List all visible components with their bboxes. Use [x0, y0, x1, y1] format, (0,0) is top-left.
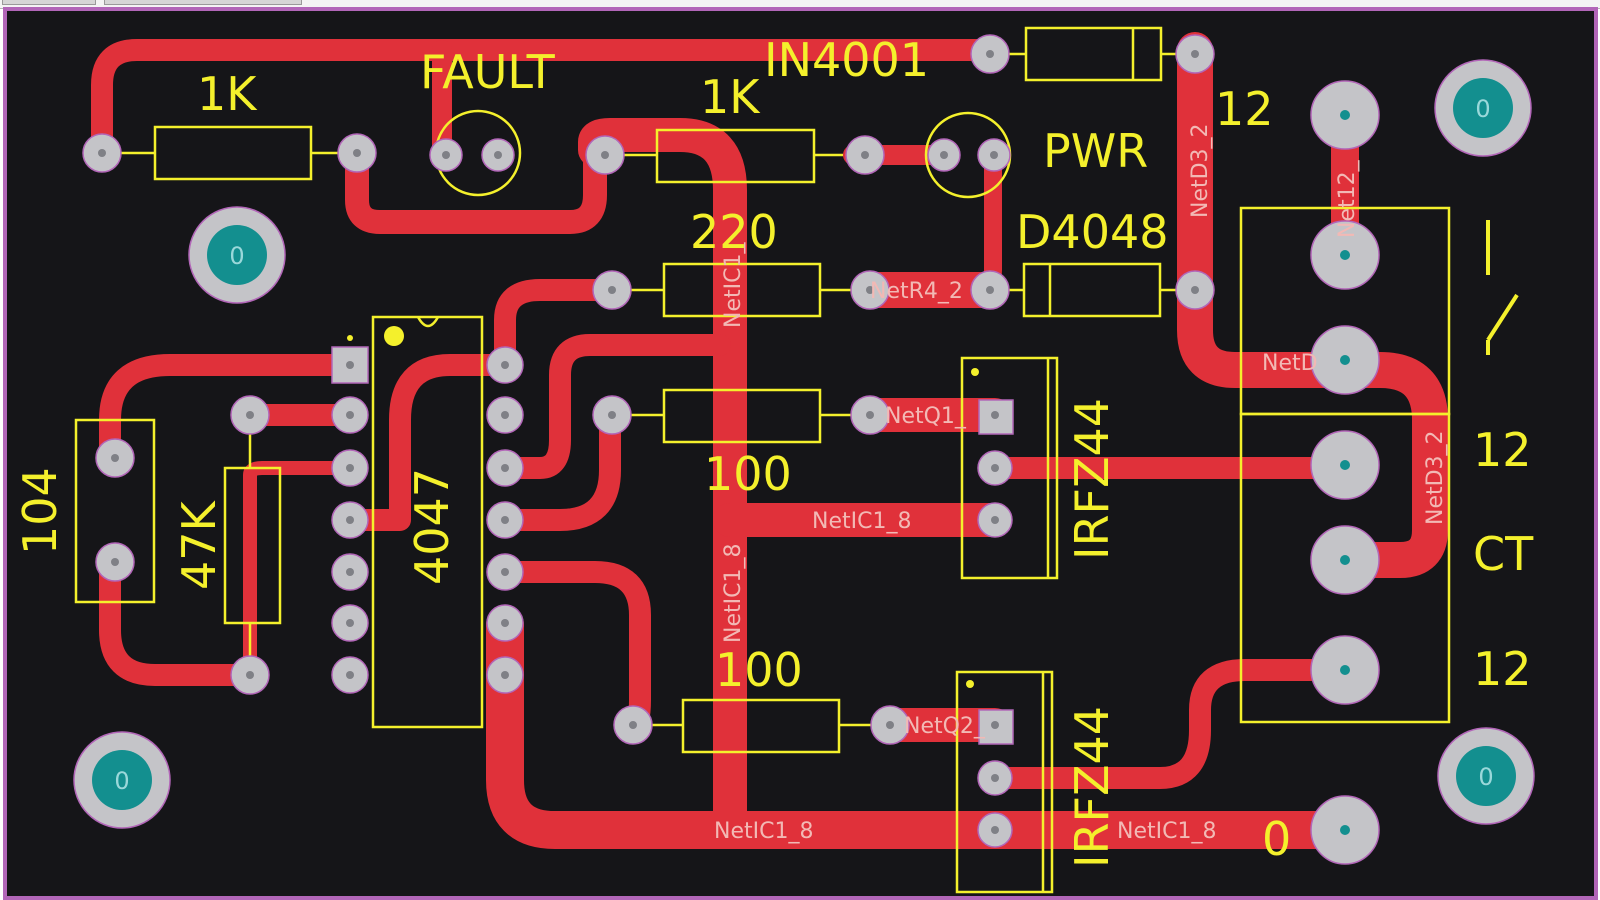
label-gnd-0: 0 [1262, 812, 1291, 866]
net-label: NetR4_2 [870, 279, 963, 304]
svg-text:0: 0 [1478, 763, 1493, 791]
net-label: NetIC1_8 [1117, 819, 1216, 844]
pin1-marker-dot-small [347, 335, 353, 341]
label-irfz44-bottom: IRFZ44 [1065, 706, 1119, 868]
label-d4048: D4048 [1016, 205, 1169, 259]
mount-hole-2: 0 [1434, 59, 1532, 157]
net-label: NetD3_2 [1188, 123, 1213, 218]
svg-text:0: 0 [114, 767, 129, 795]
pin1-marker-dot [384, 326, 404, 346]
label-220: 220 [690, 205, 778, 259]
label-47k: 47K [172, 499, 226, 590]
net-label: NetIC1_8 [812, 509, 911, 534]
capacitor-outline-104 [74, 418, 156, 604]
label-104: 104 [13, 467, 67, 555]
ic-outline-4047 [371, 315, 484, 729]
mosfet-marker-dot [971, 368, 979, 376]
label-conn-12-top: 12 [1215, 82, 1274, 136]
toolbar-tab[interactable] [2, 0, 96, 5]
net-label: NetQ1_ [885, 404, 967, 429]
silkscreen-labels: 1K FAULT 1K IN4001 PWR 220 D4048 100 100… [13, 33, 1534, 868]
transformer-connector-outline [1239, 412, 1451, 724]
net-label: NetIC1_ [721, 242, 746, 328]
mosfet-marker-dot [966, 680, 974, 688]
mount-hole-4: 0 [1437, 727, 1535, 825]
mosfet-outline-bottom [955, 670, 1054, 894]
net-label: NetD [1262, 351, 1318, 376]
svg-text:0: 0 [1475, 95, 1490, 123]
mount-hole-3: 0 [73, 731, 171, 829]
label-1k-right: 1K [700, 70, 761, 124]
label-fault: FAULT [420, 45, 556, 99]
net-label: NetIC1_8 [721, 544, 746, 643]
pads [82, 34, 1380, 865]
label-pwr: PWR [1043, 124, 1148, 178]
net-label: NetIC1_8 [714, 819, 813, 844]
label-in4001: IN4001 [764, 33, 929, 87]
label-100-bottom: 100 [715, 643, 803, 697]
net-label: Net12_ [1335, 159, 1360, 238]
potentiometer-outline-47k [223, 466, 282, 625]
label-conn-12-bottom: 12 [1473, 642, 1532, 696]
label-100-top: 100 [704, 447, 792, 501]
label-irfz44-top: IRFZ44 [1065, 398, 1119, 560]
net-labels: NetD3_2 NetD3_2 Net12_ NetD NetIC1_ NetR… [714, 123, 1448, 844]
label-conn-12-mid: 12 [1473, 423, 1532, 477]
net-label: NetD3_2 [1423, 430, 1448, 525]
toolbar-tab[interactable] [104, 0, 302, 5]
label-1k-left: 1K [197, 67, 258, 121]
label-4047: 4047 [405, 468, 459, 585]
mosfet-outline-top [960, 356, 1059, 580]
mounting-holes: 0 0 0 0 [73, 59, 1535, 829]
label-conn-ct: CT [1473, 527, 1534, 581]
mount-hole-1: 0 [188, 206, 286, 304]
svg-text:0: 0 [229, 242, 244, 270]
net-label: NetQ2_ [904, 714, 986, 739]
